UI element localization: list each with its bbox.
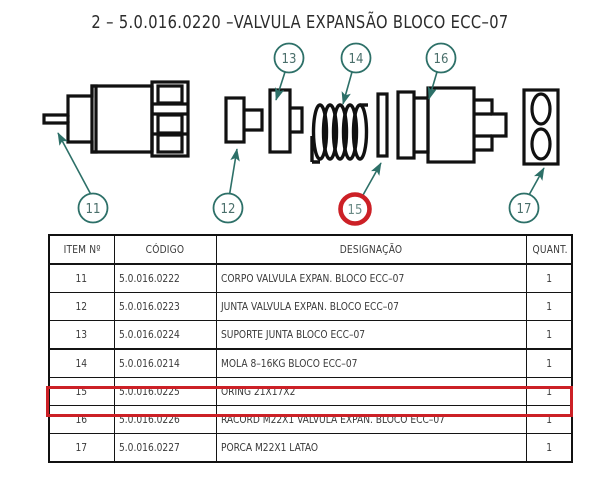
part-valve-body	[42, 80, 190, 158]
parts-table: ITEM Nº CÓDIGO DESIGNAÇÃO QUANT. 11 5.0.…	[48, 234, 573, 463]
cell-code: 5.0.016.0225	[113, 377, 217, 406]
cell-code: 5.0.016.0224	[113, 320, 217, 350]
cell-code: 5.0.016.0226	[113, 405, 217, 434]
leader-line-16	[427, 71, 438, 100]
cell-quantity: 1	[525, 377, 573, 406]
balloon-label-17: 17	[517, 202, 532, 217]
balloon-12[interactable]: 12	[212, 192, 244, 224]
cell-item: 17	[48, 433, 115, 463]
column-header-code: CÓDIGO	[113, 234, 217, 265]
cell-designation: JUNTA VALVULA EXPAN. BLOCO ECC–07	[215, 292, 527, 321]
balloon-label-11: 11	[86, 202, 101, 217]
column-header-quantity: QUANT.	[525, 234, 573, 265]
balloon-label-14: 14	[349, 52, 364, 67]
cell-designation: RACORD M22X1 VALVULA EXPAN. BLOCO ECC–07	[215, 405, 527, 434]
part-o-ring	[376, 92, 389, 158]
cell-item: 15	[48, 377, 115, 406]
leader-line-14	[341, 71, 353, 105]
cell-code: 5.0.016.0222	[113, 263, 217, 293]
table-row[interactable]: 11 5.0.016.0222 CORPO VALVULA EXPAN. BLO…	[48, 263, 573, 293]
part-fitting-racord	[396, 86, 508, 164]
cell-designation: CORPO VALVULA EXPAN. BLOCO ECC–07	[215, 263, 527, 293]
cell-quantity: 1	[525, 348, 573, 378]
column-header-designation: DESIGNAÇÃO	[215, 234, 527, 265]
cell-quantity: 1	[525, 320, 573, 350]
table-row[interactable]: 13 5.0.016.0224 SUPORTE JUNTA BLOCO ECC–…	[48, 320, 573, 350]
part-coil-spring	[310, 103, 369, 164]
table-row-highlighted[interactable]: 15 5.0.016.0225 ORING 21X17X2 1	[48, 377, 573, 406]
leader-line-11	[57, 132, 97, 205]
cell-quantity: 1	[525, 292, 573, 321]
balloon-13[interactable]: 13	[273, 42, 305, 74]
cell-designation: PORCA M22X1 LATAO	[215, 433, 527, 463]
cell-item: 13	[48, 320, 115, 350]
cell-code: 5.0.016.0223	[113, 292, 217, 321]
cell-designation: SUPORTE JUNTA BLOCO ECC–07	[215, 320, 527, 350]
part-gasket-support	[268, 88, 304, 154]
leader-line-13	[275, 71, 286, 101]
cell-quantity: 1	[525, 405, 573, 434]
balloon-11[interactable]: 11	[77, 192, 109, 224]
cell-item: 16	[48, 405, 115, 434]
balloon-label-15: 15	[348, 203, 363, 218]
balloon-15[interactable]: 15	[338, 192, 372, 226]
cell-quantity: 1	[525, 263, 573, 293]
cell-designation: ORING 21X17X2	[215, 377, 527, 406]
column-header-item: ITEM Nº	[48, 234, 115, 265]
balloon-14[interactable]: 14	[340, 42, 372, 74]
part-gasket	[224, 96, 264, 144]
cell-designation: MOLA 8–16KG BLOCO ECC–07	[215, 348, 527, 378]
table-row[interactable]: 16 5.0.016.0226 RACORD M22X1 VALVULA EXP…	[48, 405, 573, 434]
balloon-label-13: 13	[282, 52, 297, 67]
balloon-16[interactable]: 16	[425, 42, 457, 74]
cell-quantity: 1	[525, 433, 573, 463]
balloon-17[interactable]: 17	[508, 192, 540, 224]
cell-code: 5.0.016.0227	[113, 433, 217, 463]
exploded-view-diagram: 11 12 15 17 13 14 16	[0, 36, 600, 232]
page-title: 2 – 5.0.016.0220 –VALVULA EXPANSÃO BLOCO…	[91, 13, 509, 33]
cell-item: 11	[48, 263, 115, 293]
table-row[interactable]: 12 5.0.016.0223 JUNTA VALVULA EXPAN. BLO…	[48, 292, 573, 321]
parts-table-container: ITEM Nº CÓDIGO DESIGNAÇÃO QUANT. 11 5.0.…	[46, 234, 573, 463]
cell-item: 14	[48, 348, 115, 378]
table-row[interactable]: 14 5.0.016.0214 MOLA 8–16KG BLOCO ECC–07…	[48, 348, 573, 378]
cell-code: 5.0.016.0214	[113, 348, 217, 378]
cell-item: 12	[48, 292, 115, 321]
table-row[interactable]: 17 5.0.016.0227 PORCA M22X1 LATAO 1	[48, 433, 573, 463]
balloon-label-16: 16	[434, 52, 449, 67]
table-header-row: ITEM Nº CÓDIGO DESIGNAÇÃO QUANT.	[48, 234, 573, 265]
balloon-label-12: 12	[221, 202, 236, 217]
part-brass-nut	[522, 88, 560, 166]
